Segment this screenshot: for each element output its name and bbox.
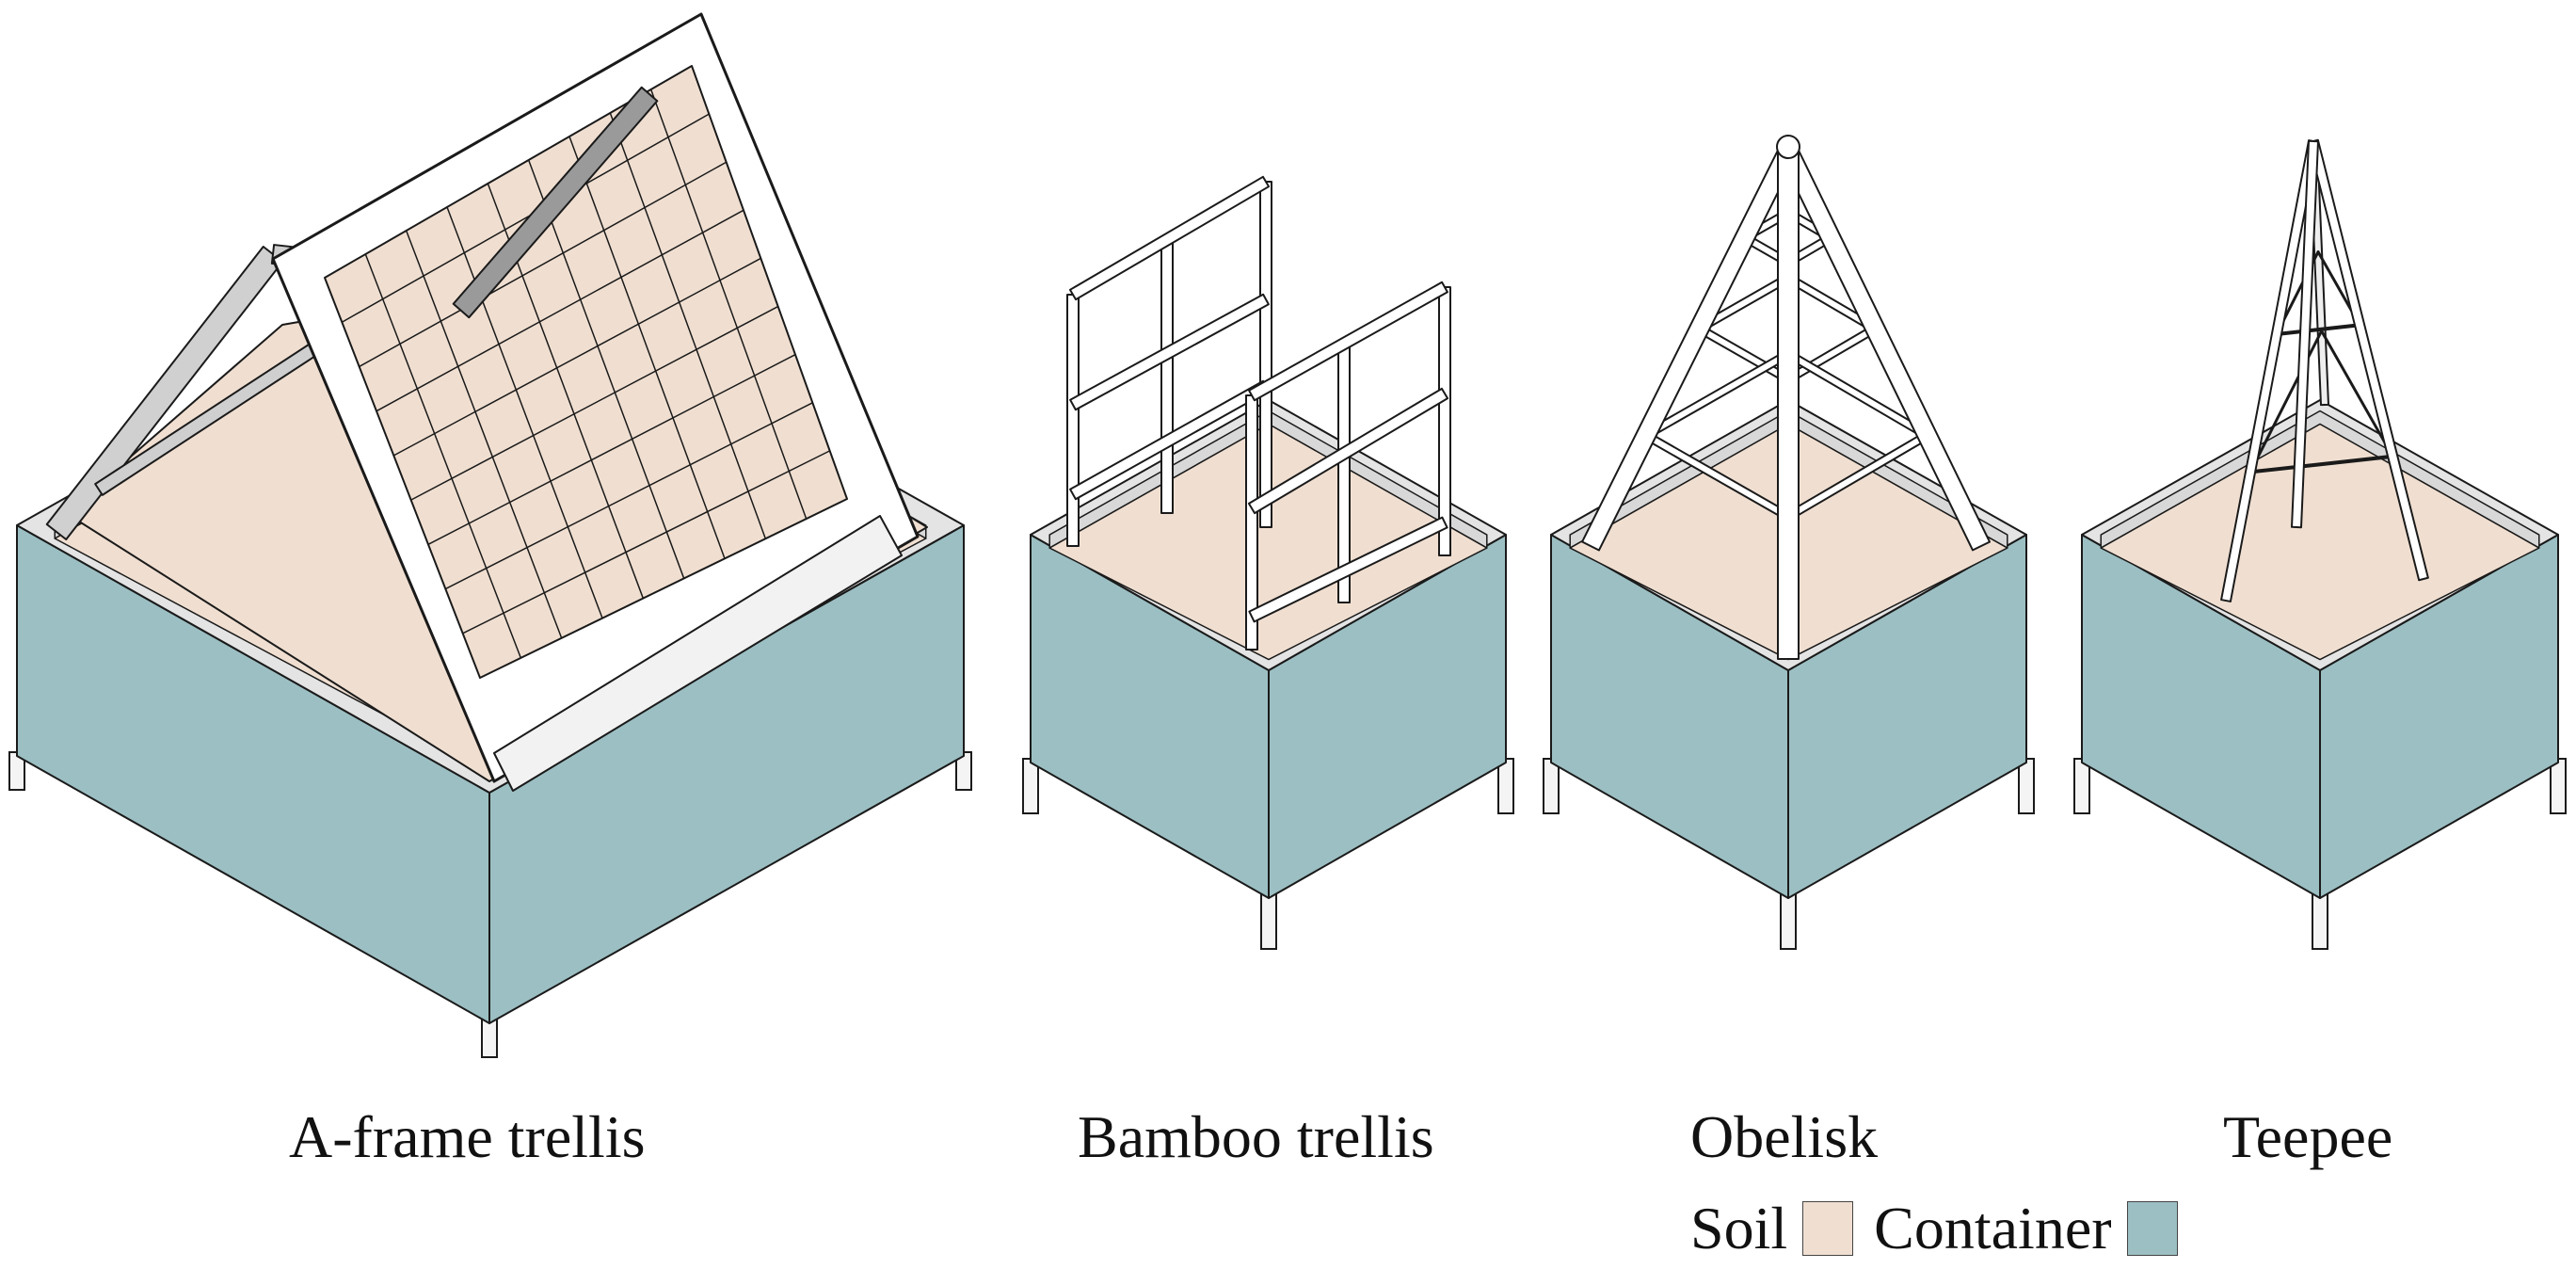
teepee-planter bbox=[2073, 138, 2567, 950]
planter-leg bbox=[1260, 893, 1277, 950]
trellis-mesh-line bbox=[609, 112, 767, 539]
planter-leg bbox=[2073, 758, 2090, 814]
bamboo-horizontal-pole bbox=[1069, 293, 1270, 411]
bamboo-vertical-pole bbox=[1438, 286, 1451, 556]
planter-leg bbox=[1780, 893, 1797, 950]
teepee-tie bbox=[2320, 329, 2394, 458]
trellis-mesh-line bbox=[649, 88, 808, 520]
trellis-mesh-line bbox=[364, 253, 522, 659]
planter-leg bbox=[481, 1019, 498, 1058]
bamboo-horizontal-pole bbox=[1248, 516, 1448, 623]
bamboo-trellis-planter bbox=[1022, 175, 1514, 950]
caption-teepee: Teepee bbox=[2223, 1103, 2393, 1170]
teepee-pole bbox=[2291, 139, 2319, 529]
trellis-mesh-line bbox=[341, 113, 711, 323]
trellis-mesh-line bbox=[446, 206, 603, 619]
trellis-mesh-line bbox=[427, 353, 796, 546]
obelisk-planter bbox=[1543, 135, 2035, 950]
a-frame-support-strut bbox=[452, 86, 659, 319]
legend-container-label: Container bbox=[1874, 1195, 2112, 1261]
bamboo-horizontal-pole bbox=[1069, 379, 1270, 501]
caption-obelisk: Obelisk bbox=[1690, 1103, 1879, 1170]
bamboo-horizontal-pole bbox=[1068, 175, 1271, 301]
bamboo-horizontal-pole bbox=[1247, 387, 1449, 515]
planter-leg bbox=[2312, 893, 2328, 950]
planter-leg bbox=[1022, 758, 1039, 814]
bamboo-vertical-pole bbox=[1259, 181, 1272, 528]
trellis-mesh-line bbox=[358, 161, 728, 368]
bamboo-horizontal-pole bbox=[1248, 281, 1448, 402]
a-frame-trellis-planter bbox=[8, 12, 972, 1058]
planter-leg bbox=[1543, 758, 1560, 814]
trellis-mesh-line bbox=[444, 402, 814, 590]
teepee-tie bbox=[2248, 454, 2395, 474]
obelisk-finial bbox=[1776, 135, 1800, 159]
trellis-mesh-line bbox=[461, 450, 831, 634]
trellis-mesh-line bbox=[392, 257, 762, 457]
legend-soil-label: Soil bbox=[1690, 1195, 1788, 1261]
a-frame-side-bar bbox=[45, 246, 284, 540]
trellis-mesh-line bbox=[405, 230, 563, 639]
trellis-mesh-line bbox=[568, 136, 726, 560]
planter-leg bbox=[2550, 758, 2567, 814]
bamboo-vertical-pole bbox=[1066, 294, 1080, 547]
trellis-mesh-line bbox=[527, 159, 685, 580]
soil-surface bbox=[1048, 423, 1488, 661]
obelisk-leg bbox=[1777, 150, 1800, 660]
trellis-mesh-line bbox=[376, 209, 744, 412]
planter-leg bbox=[1497, 758, 1514, 814]
a-frame-base-board bbox=[493, 515, 903, 792]
trellis-mesh-line bbox=[409, 305, 779, 501]
caption-a-frame-trellis: A-frame trellis bbox=[289, 1103, 646, 1170]
legend-soil-swatch bbox=[1802, 1201, 1854, 1256]
planter-leg bbox=[2018, 758, 2035, 814]
caption-bamboo-trellis: Bamboo trellis bbox=[1078, 1103, 1434, 1170]
legend-container-swatch bbox=[2126, 1201, 2178, 1256]
legend: Soil Container bbox=[1690, 1196, 2178, 1261]
teepee-tie bbox=[2274, 323, 2362, 336]
bamboo-vertical-pole bbox=[1160, 236, 1174, 514]
